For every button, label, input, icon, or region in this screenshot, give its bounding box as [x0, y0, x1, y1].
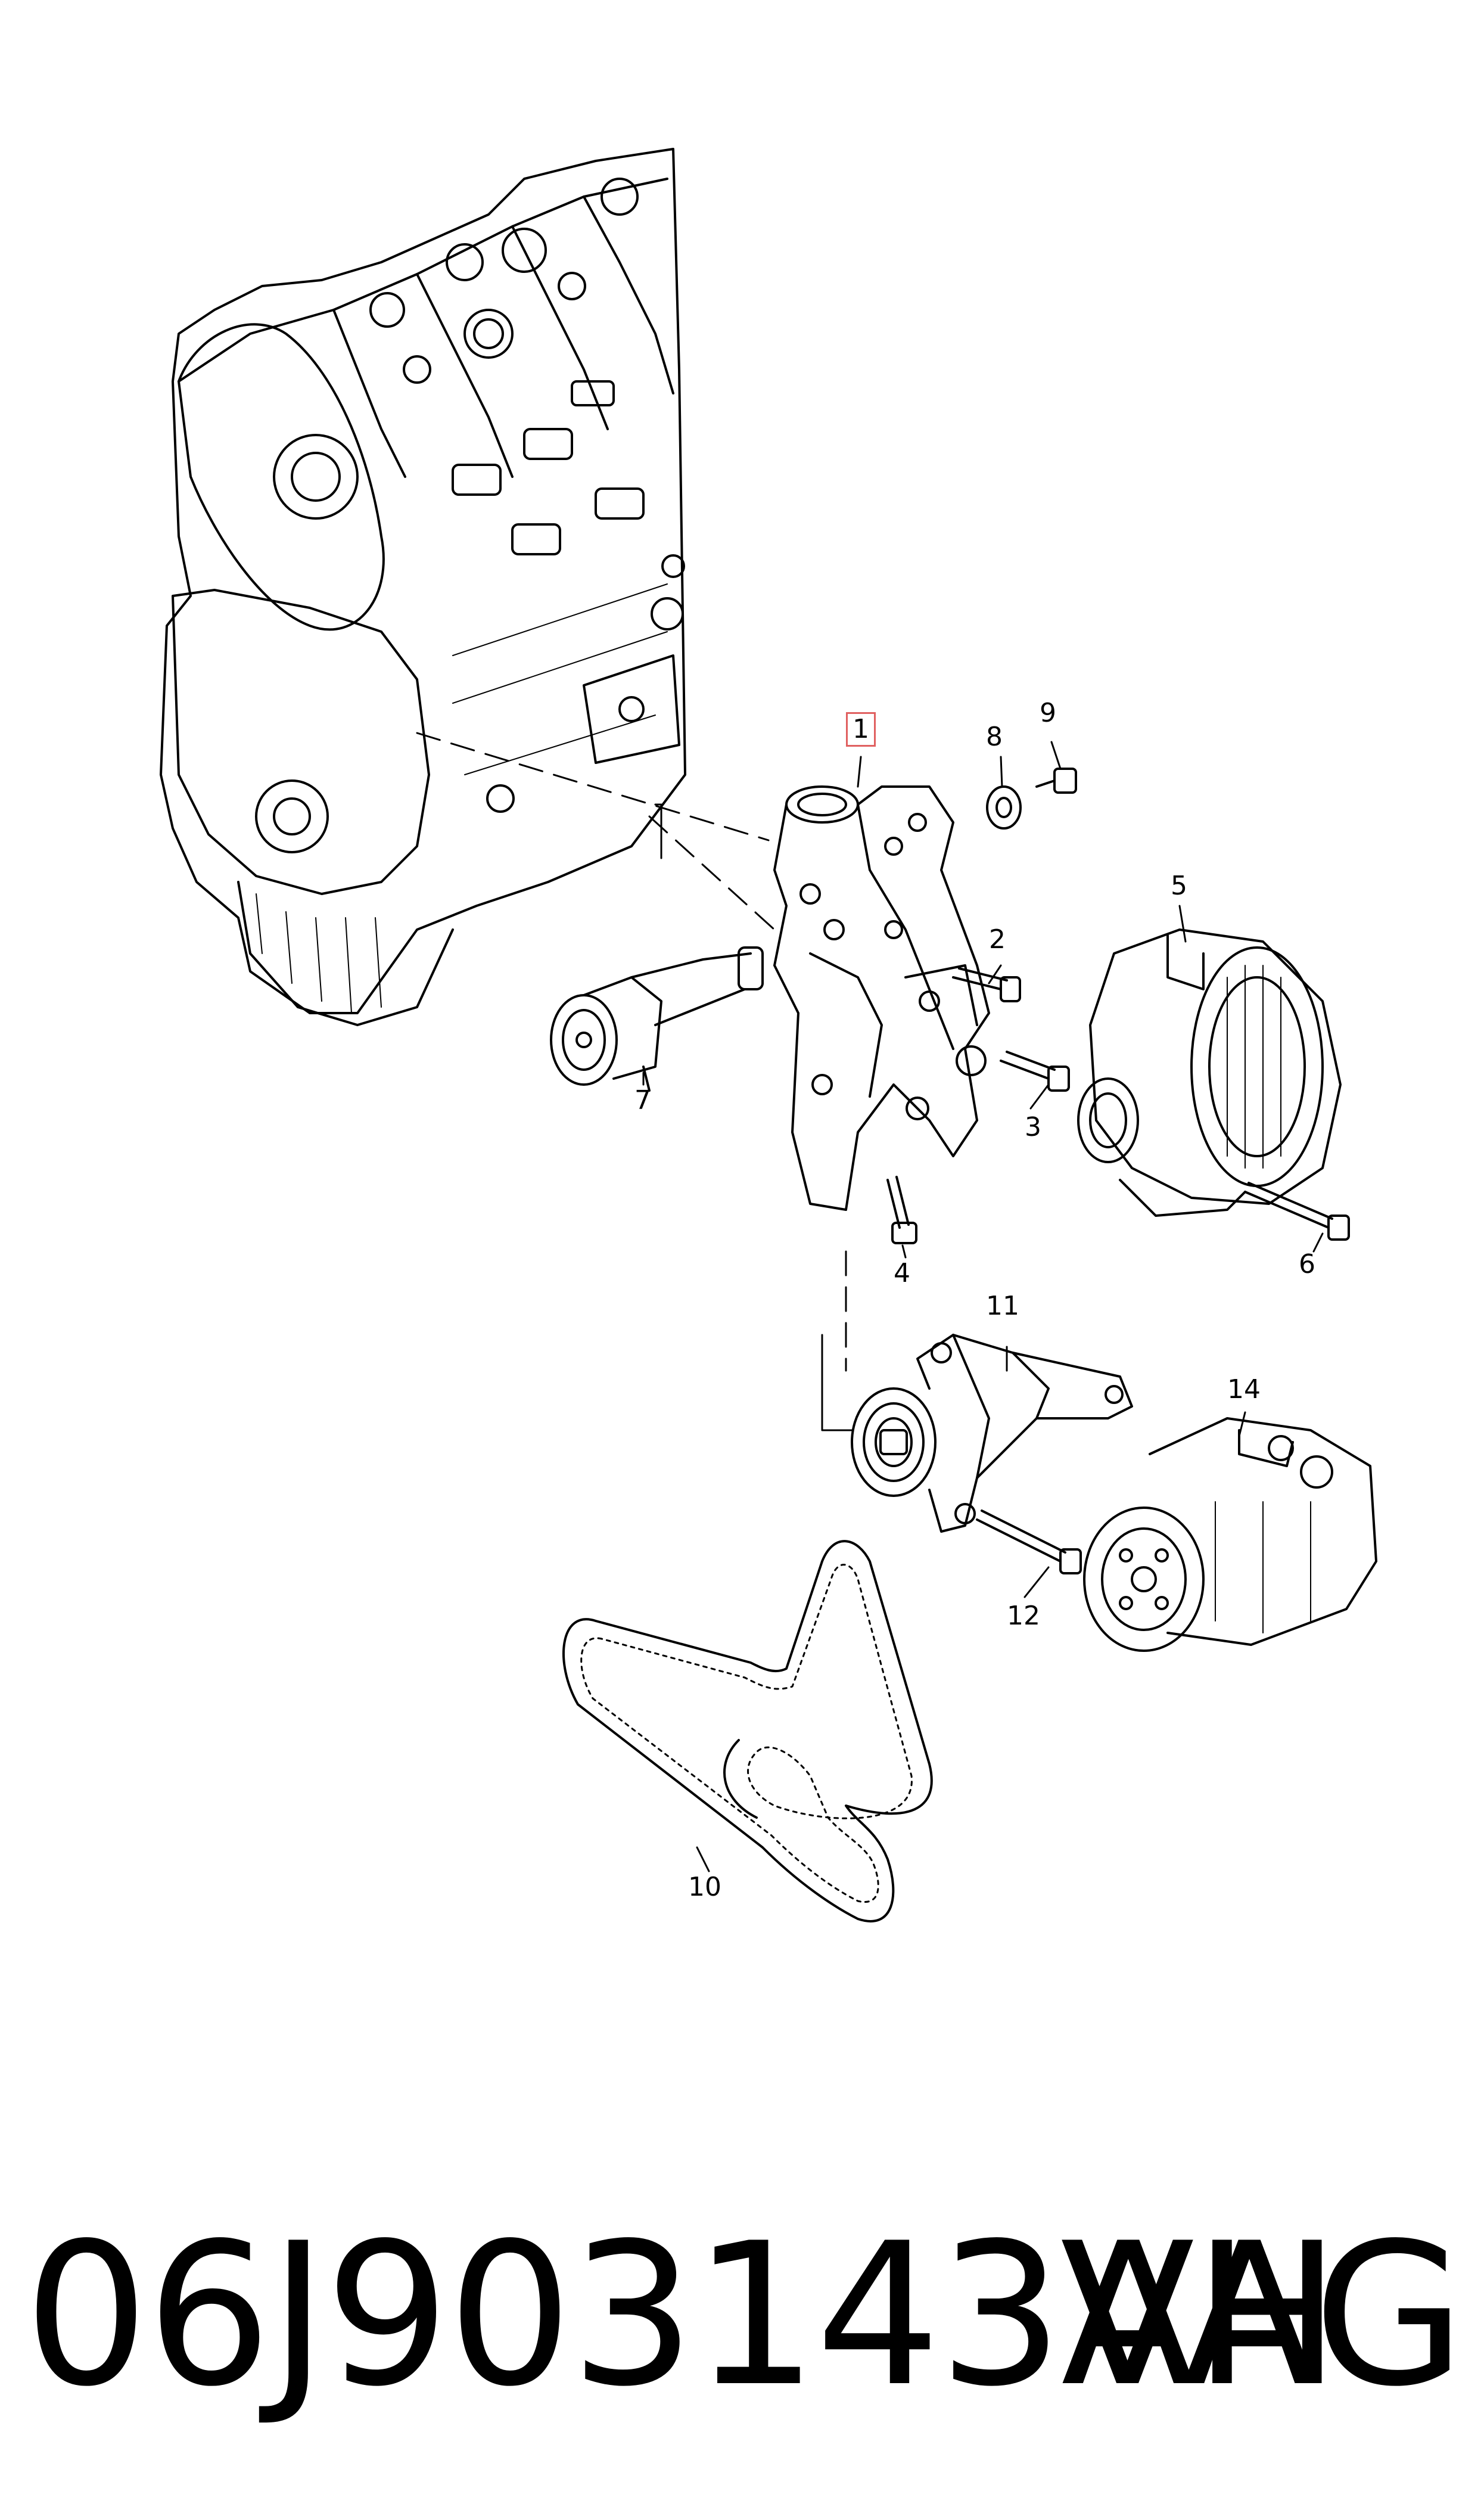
callout-3: 3: [1025, 1112, 1041, 1142]
alternator-bracket: [773, 785, 990, 1211]
assembly-leader-lines: [416, 732, 847, 1372]
part-caption: 06J903143AH VAG: [24, 2217, 1466, 2467]
callout-leader-lines: [642, 741, 1324, 1872]
callout-9: 9: [1040, 698, 1056, 728]
exploded-parts-diagram: [160, 148, 1377, 1922]
belt-tensioner: [550, 946, 764, 1092]
ac-compressor: [1083, 1417, 1377, 1652]
engine-block: [160, 148, 686, 1026]
callout-1: 1: [846, 712, 876, 747]
assembly-brackets: [654, 803, 853, 1431]
callout-14: 14: [1227, 1374, 1261, 1405]
ac-compressor-bracket: [851, 1334, 1133, 1533]
callout-12: 12: [1007, 1601, 1040, 1631]
fastener-bolts: [886, 768, 1350, 1574]
callout-2: 2: [989, 924, 1006, 955]
alternator: [1077, 928, 1342, 1217]
ribbed-v-belt: [562, 1540, 933, 1922]
callout-5: 5: [1171, 871, 1187, 901]
callout-4: 4: [894, 1258, 910, 1288]
part-number: 06J903143AH: [24, 2201, 1341, 2430]
callout-7: 7: [634, 1085, 651, 1116]
callout-11: 11: [986, 1291, 1019, 1321]
brand-label: VAG: [1060, 2201, 1466, 2430]
callout-6: 6: [1299, 1249, 1315, 1279]
callout-8: 8: [986, 722, 1003, 752]
callout-10: 10: [688, 1872, 721, 1902]
